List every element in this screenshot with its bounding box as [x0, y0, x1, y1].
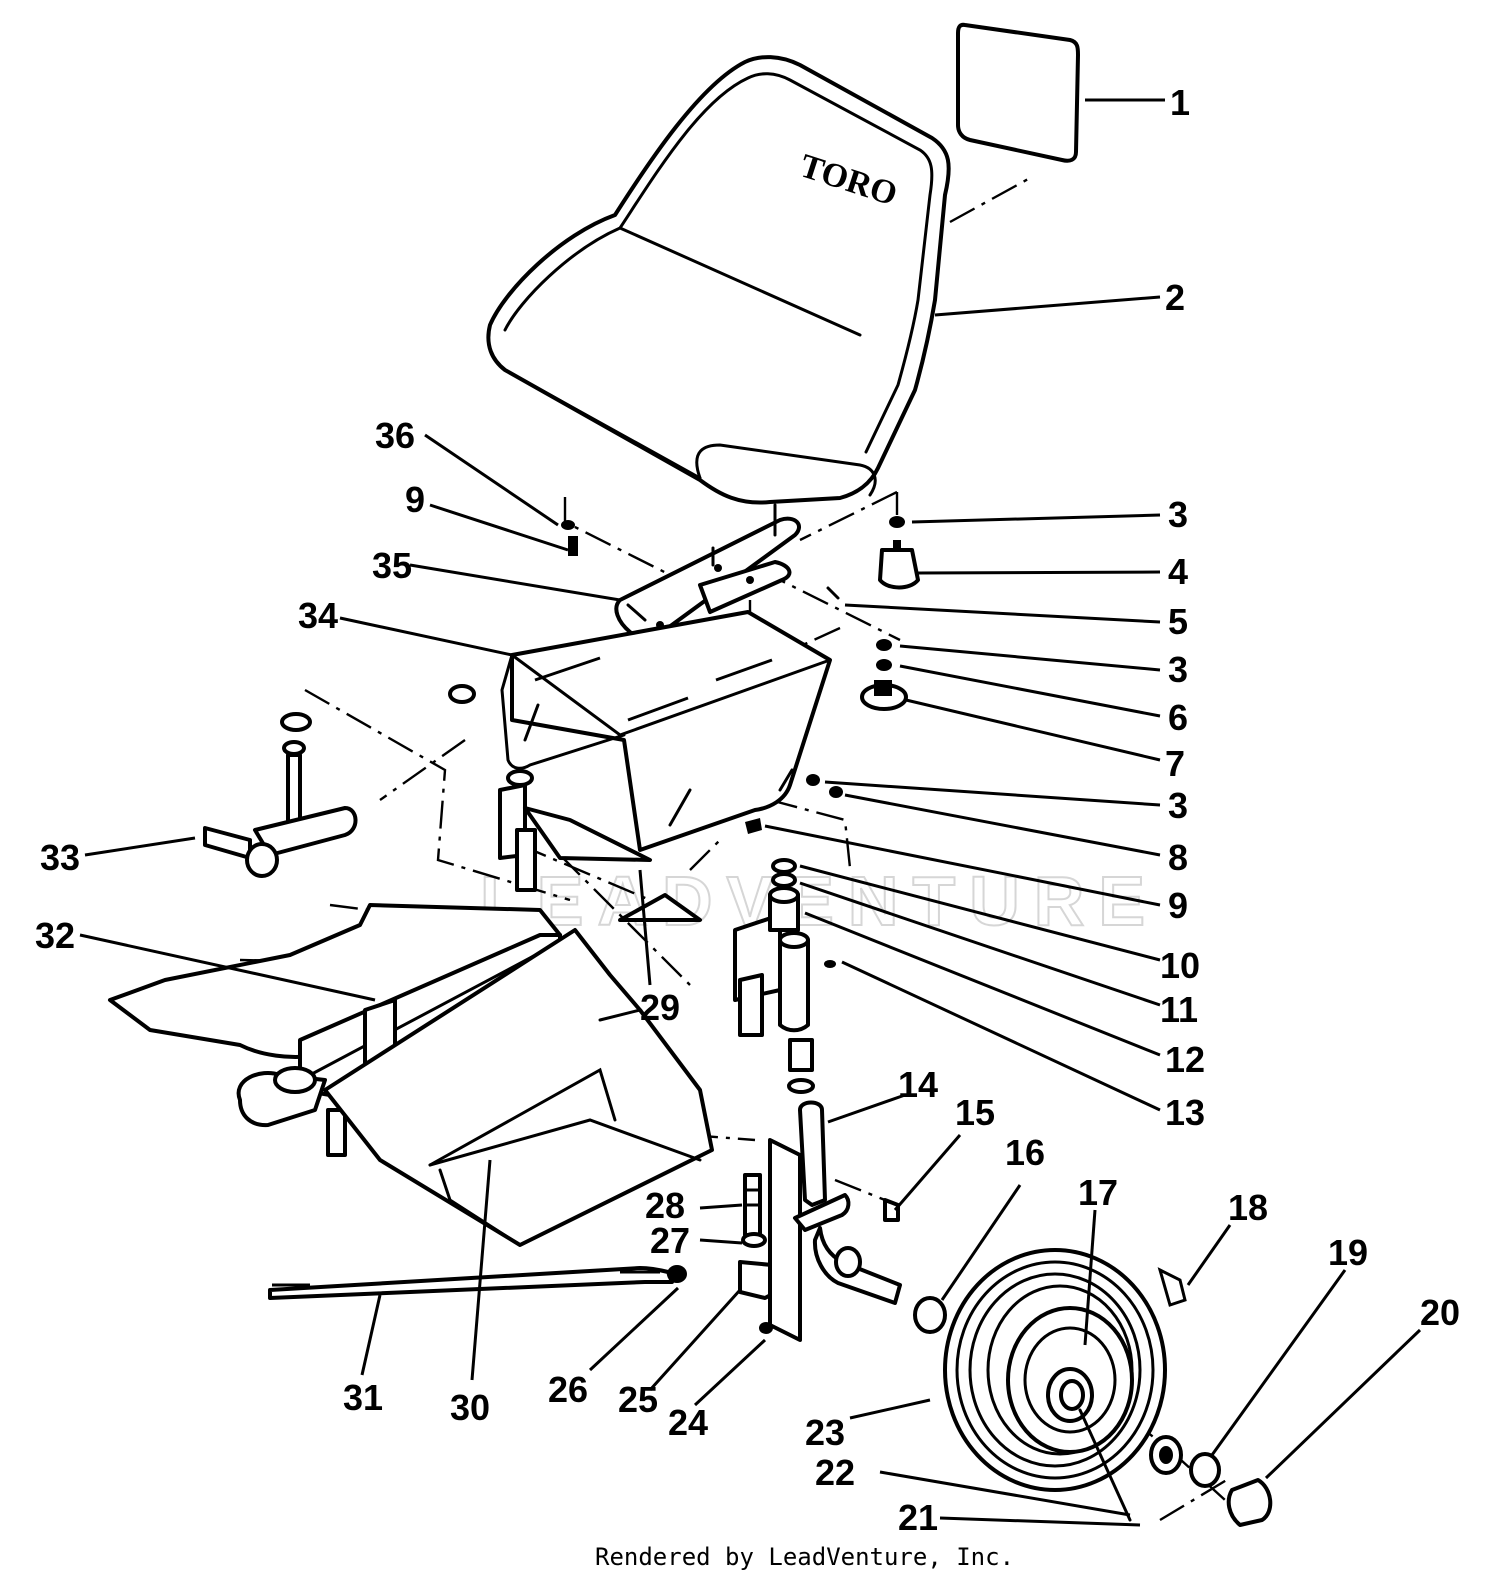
callout-32: 32 [35, 915, 75, 956]
pivot-arm [203, 712, 358, 878]
callout-28: 28 [645, 1185, 685, 1226]
seat-support [448, 610, 832, 852]
callout-labels: 1 2 3 4 5 3 6 7 3 8 9 10 11 12 13 14 15 … [35, 82, 1460, 1538]
callout-21: 21 [898, 1497, 938, 1538]
callout-15: 15 [955, 1092, 995, 1133]
callout-35: 35 [372, 545, 412, 586]
callout-3: 3 [1168, 649, 1188, 690]
watermark-text: LEADVENTURE [480, 862, 1159, 940]
caster-fork [793, 1100, 902, 1305]
frame-uprights [498, 769, 782, 1037]
callout-31: 31 [343, 1377, 383, 1418]
callout-27: 27 [650, 1220, 690, 1261]
discharge-chute [323, 928, 714, 1247]
callout-33: 33 [40, 837, 80, 878]
callout-14: 14 [898, 1064, 938, 1105]
leader-lines [79, 98, 1422, 1527]
callout-18: 18 [1228, 1187, 1268, 1228]
callout-25: 25 [618, 1379, 658, 1420]
callout-1: 1 [1170, 82, 1190, 123]
callout-20: 20 [1420, 1292, 1460, 1333]
wheel-seal [913, 1296, 947, 1334]
callout-6: 6 [1168, 697, 1188, 738]
callout-9: 9 [405, 479, 425, 520]
linkage-hardware [667, 1138, 802, 1342]
knob-hardware [745, 516, 920, 834]
callout-36: 36 [375, 415, 415, 456]
callout-29: 29 [640, 987, 680, 1028]
callout-8: 8 [1168, 837, 1188, 878]
seat-decal [956, 22, 1080, 163]
pivot-bushings [768, 858, 836, 1094]
callout-22: 22 [815, 1452, 855, 1493]
callout-13: 13 [1165, 1092, 1205, 1133]
footer-credit: Rendered by LeadVenture, Inc. [595, 1543, 1014, 1571]
callout-17: 17 [1078, 1172, 1118, 1213]
callout-9: 9 [1168, 885, 1188, 926]
callout-7: 7 [1165, 743, 1185, 784]
callout-23: 23 [805, 1412, 845, 1453]
callout-3: 3 [1168, 785, 1188, 826]
callout-5: 5 [1168, 601, 1188, 642]
callout-11: 11 [1160, 989, 1198, 1030]
axle-hardware [1149, 1435, 1273, 1527]
callout-30: 30 [450, 1387, 490, 1428]
callout-34: 34 [298, 595, 338, 636]
callout-19: 19 [1328, 1232, 1368, 1273]
control-rod [268, 1266, 674, 1300]
callout-2: 2 [1165, 277, 1185, 318]
seat: TORO [486, 55, 951, 505]
callout-4: 4 [1168, 551, 1188, 592]
callout-10: 10 [1160, 945, 1200, 986]
callout-26: 26 [548, 1369, 588, 1410]
callout-3: 3 [1168, 494, 1188, 535]
frame-and-deflector [108, 903, 562, 1157]
callout-24: 24 [668, 1402, 708, 1443]
callout-12: 12 [1165, 1039, 1205, 1080]
callout-16: 16 [1005, 1132, 1045, 1173]
wheel-assembly [943, 1248, 1187, 1522]
